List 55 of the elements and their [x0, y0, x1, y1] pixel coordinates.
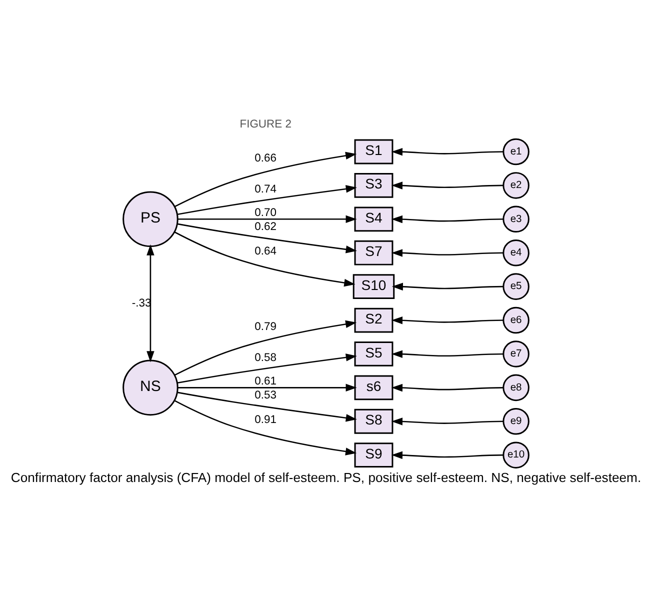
arrow — [177, 354, 357, 384]
node-box: S3 — [354, 173, 394, 198]
node-circle: e4 — [502, 239, 530, 266]
node-circle: NS — [122, 360, 178, 416]
node-box: S8 — [354, 408, 394, 434]
node-circle: e1 — [502, 138, 530, 166]
edge-label: 0.62 — [254, 221, 277, 234]
node-box: S10 — [352, 274, 395, 300]
edge-label: 0.61 — [254, 375, 277, 388]
edge-label: 0.79 — [254, 321, 277, 334]
arrow — [392, 282, 504, 291]
node-box: S1 — [354, 139, 394, 164]
edge-label: 0.91 — [254, 414, 277, 426]
node-circle: e9 — [502, 408, 530, 435]
arrow — [174, 400, 357, 456]
node-box: S5 — [354, 342, 394, 366]
node-box: S4 — [354, 206, 394, 232]
node-box: s6 — [354, 375, 394, 400]
arrow — [391, 215, 504, 224]
edge-label: 0.53 — [254, 390, 277, 402]
node-circle: e5 — [502, 273, 530, 300]
edge-label: 0.66 — [254, 152, 277, 165]
arrow — [146, 244, 154, 362]
node-circle: e3 — [502, 206, 530, 233]
edge-label: 0.58 — [254, 352, 277, 364]
node-circle: e10 — [502, 442, 530, 468]
node-circle: e7 — [502, 340, 530, 368]
arrow — [174, 152, 357, 208]
node-circle: PS — [122, 191, 178, 248]
arrow — [391, 249, 504, 257]
edge-label: 0.64 — [254, 245, 277, 258]
node-box: S7 — [354, 240, 394, 266]
arrow — [391, 350, 504, 358]
arrow — [391, 182, 504, 190]
arrow — [174, 320, 357, 376]
node-box: S2 — [354, 308, 394, 333]
arrow — [391, 148, 504, 156]
arrow — [174, 232, 356, 287]
arrow — [391, 418, 504, 426]
arrow — [177, 223, 357, 254]
edge-label: 0.70 — [254, 206, 277, 219]
arrow — [178, 215, 357, 224]
arrow — [177, 392, 357, 422]
node-circle: e6 — [502, 306, 530, 334]
node-circle: e2 — [502, 172, 530, 199]
node-circle: e8 — [502, 374, 530, 402]
arrow — [391, 451, 504, 460]
arrow — [391, 384, 504, 392]
caption: Confirmatory factor analysis (CFA) model of self-esteem. PS, positive self-esteem. NS, negative self-esteem. — [10, 470, 642, 485]
edge-label: 0.74 — [254, 184, 277, 196]
label: FIGURE 2 — [240, 118, 292, 130]
arrow — [177, 185, 357, 216]
arrow — [391, 316, 504, 324]
arrow — [178, 384, 357, 392]
node-box: S9 — [354, 442, 394, 468]
